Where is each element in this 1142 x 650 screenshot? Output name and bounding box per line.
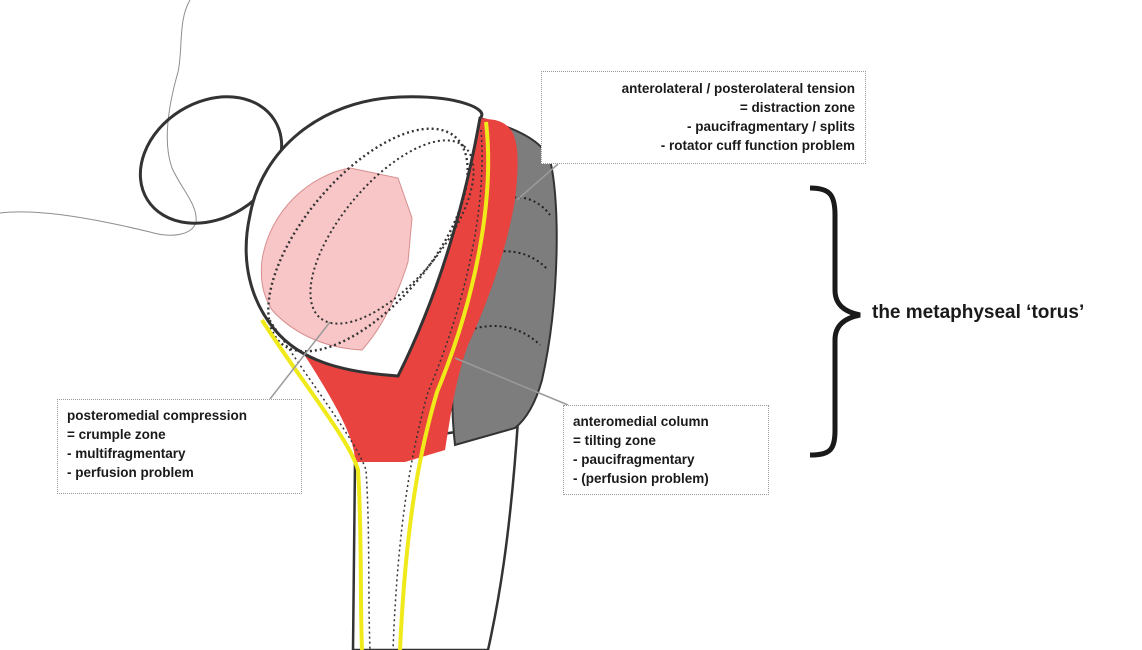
label-anteromedial-line3: - paucifragmentary [573,450,768,469]
torus-label: the metaphyseal ‘torus’ [872,302,1084,324]
label-anteromedial: anteromedial column = tilting zone - pau… [563,405,769,495]
label-tension-line4: - rotator cuff function problem [552,136,855,155]
torus-brace [810,188,860,455]
label-tension-line1: anterolateral / posterolateral tension [552,79,855,98]
label-anteromedial-line4: - (perfusion problem) [573,469,768,488]
label-compression: posteromedial compression = crumple zone… [57,399,302,494]
label-compression-line2: = crumple zone [67,425,301,444]
label-compression-line1: posteromedial compression [67,406,301,425]
label-anteromedial-line2: = tilting zone [573,431,768,450]
label-compression-line4: - perfusion problem [67,463,301,482]
scapula-outline [0,0,196,235]
label-tension-line3: - paucifragmentary / splits [552,117,855,136]
label-compression-line3: - multifragmentary [67,444,301,463]
label-tension: anterolateral / posterolateral tension =… [541,71,866,164]
label-tension-line2: = distraction zone [552,98,855,117]
label-anteromedial-line1: anteromedial column [573,412,768,431]
